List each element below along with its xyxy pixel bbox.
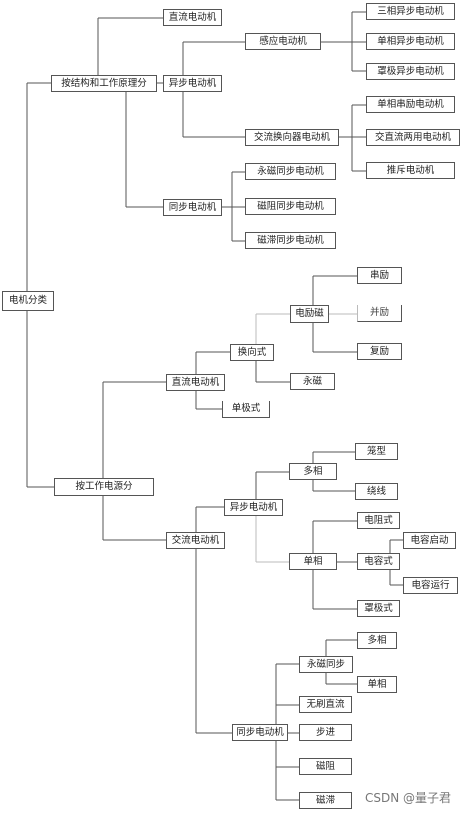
by-power-node: 按工作电源分	[54, 478, 154, 496]
repulsion-motor-node: 推斥电动机	[366, 162, 455, 179]
capacitor-start-node: 电容启动	[403, 532, 456, 549]
commutator-type-node: 换向式	[230, 344, 274, 361]
async-motor-node: 异步电动机	[224, 499, 283, 516]
async-motor-top-node: 异步电动机	[163, 75, 222, 92]
ac-commutator-motor-node: 交流换向器电动机	[245, 129, 339, 146]
single-phase-async-node: 单相异步电动机	[366, 33, 455, 50]
hysteresis-node: 磁滞	[299, 792, 352, 809]
reluctance-sync-node: 磁阻同步电动机	[245, 198, 336, 215]
resistance-start-node: 电阻式	[357, 512, 400, 529]
wound-rotor-node: 绕线	[355, 483, 398, 500]
poly-phase-node: 多相	[289, 463, 337, 480]
root-node: 电机分类	[2, 291, 54, 311]
pm-sync-short-node: 永磁同步	[299, 656, 353, 673]
stepper-node: 步进	[299, 724, 352, 741]
electro-excitation-node: 电励磁	[290, 305, 329, 323]
dc-motor-node: 直流电动机	[166, 374, 225, 391]
shaded-pole-node: 罩极式	[357, 600, 400, 617]
dc-motor-top-node: 直流电动机	[163, 9, 222, 26]
hysteresis-sync-node: 磁滞同步电动机	[245, 232, 336, 249]
permanent-magnet-node: 永磁	[290, 373, 335, 390]
squirrel-cage-node: 笼型	[355, 443, 398, 460]
sync-motor-top-node: 同步电动机	[163, 199, 222, 216]
compound-excitation-node: 复励	[357, 343, 402, 360]
sync-motor-node: 同步电动机	[232, 724, 288, 741]
single-phase-node: 单相	[289, 553, 337, 570]
csdn-watermark: CSDN @量子君	[364, 791, 451, 805]
by-structure-node: 按结构和工作原理分	[51, 75, 157, 92]
capacitor-run-node: 电容运行	[403, 577, 458, 594]
brushless-dc-node: 无刷直流	[299, 696, 352, 713]
pm-poly-phase-node: 多相	[357, 632, 397, 649]
series-excitation-node: 串励	[357, 267, 402, 284]
three-phase-async-node: 三相异步电动机	[366, 3, 455, 20]
ac-motor-node: 交流电动机	[166, 532, 225, 549]
shunt-excitation-node: 并励	[357, 305, 402, 322]
capacitor-type-node: 电容式	[357, 553, 400, 570]
pm-sync-node: 永磁同步电动机	[245, 163, 336, 180]
homopolar-node: 单极式	[222, 401, 270, 418]
single-phase-series-node: 单相串励电动机	[366, 96, 455, 113]
ac-dc-dual-use-node: 交直流两用电动机	[366, 129, 460, 146]
shaded-pole-async-node: 罩极异步电动机	[366, 63, 455, 80]
reluctance-node: 磁阻	[299, 758, 352, 775]
induction-motor-node: 感应电动机	[245, 33, 321, 50]
pm-single-phase-node: 单相	[357, 676, 397, 693]
